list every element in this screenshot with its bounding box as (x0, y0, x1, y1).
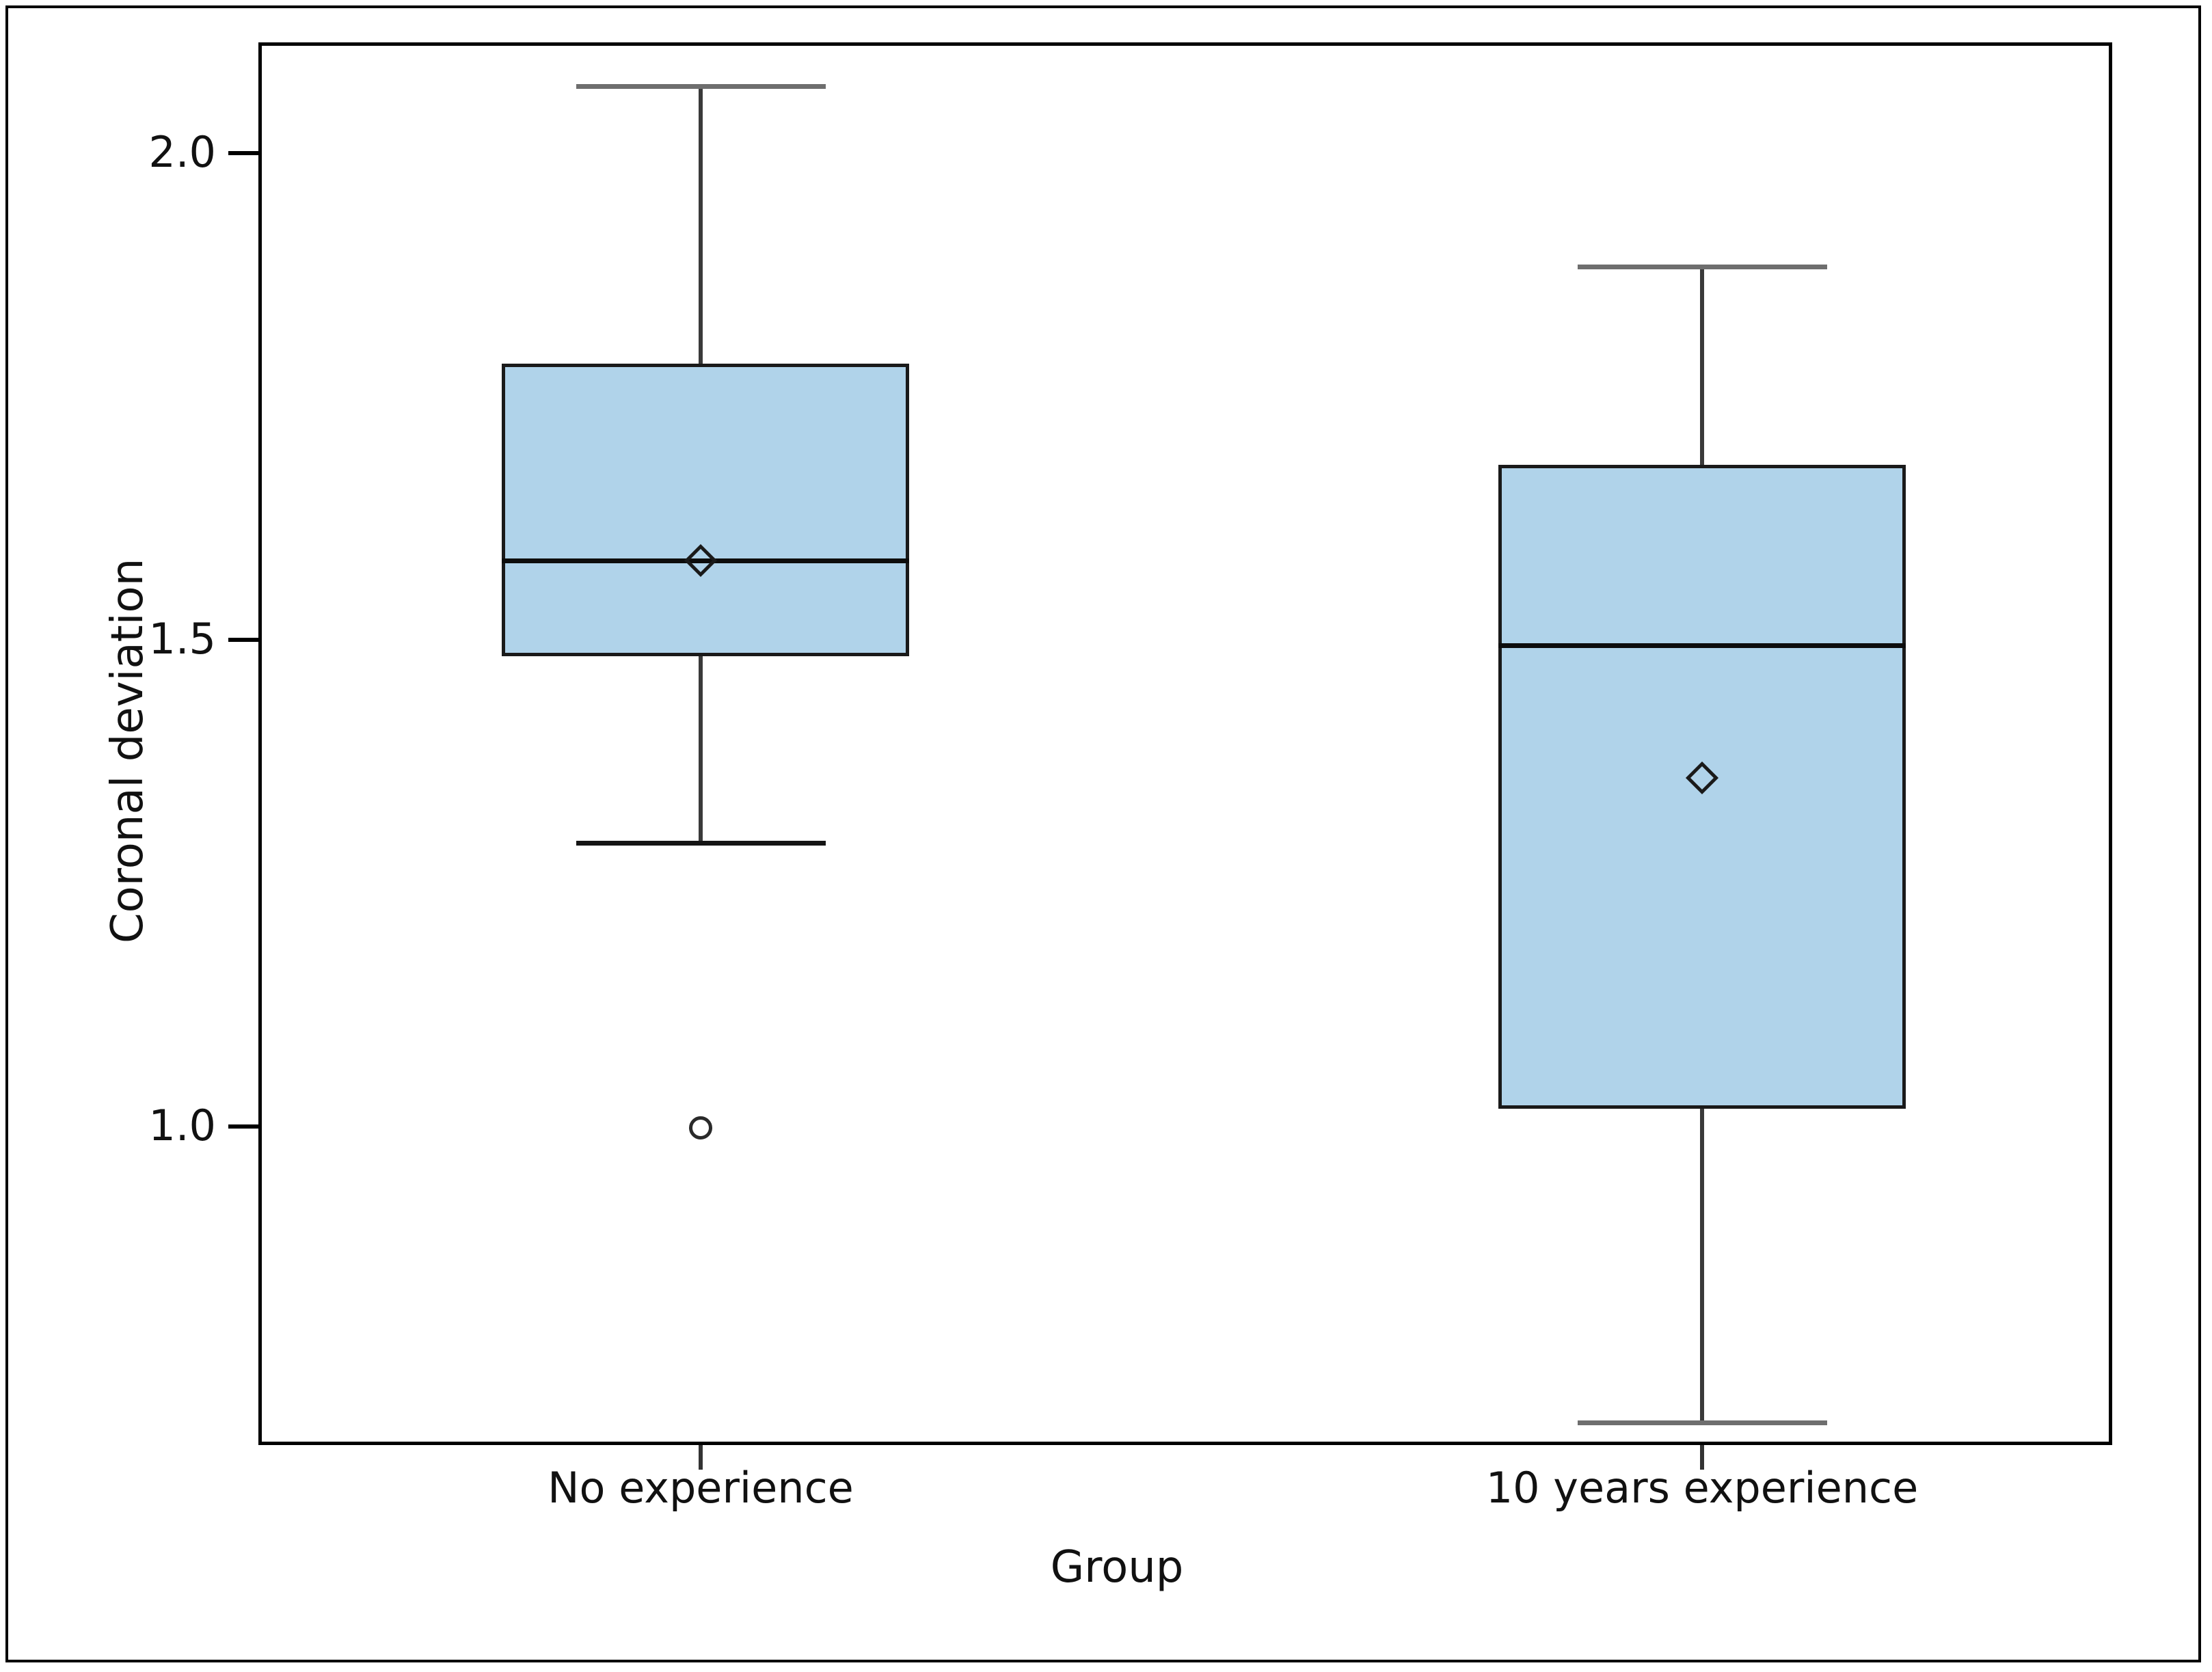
whisker-upper-line-1 (699, 86, 703, 407)
y-tick-label-1: 1.5 (148, 614, 216, 664)
box-1 (502, 364, 909, 656)
y-tick-mark-0 (228, 1124, 258, 1129)
whisker-lower-cap-2 (1578, 1420, 1827, 1425)
y-tick-label-0: 1.0 (148, 1101, 216, 1150)
y-tick-mark-1 (228, 638, 258, 642)
x-axis-title: Group (1050, 1542, 1184, 1593)
median-line-1 (502, 558, 909, 563)
y-tick-label-2: 2.0 (148, 127, 216, 177)
whisker-lower-line-2 (1700, 1109, 1704, 1423)
whisker-upper-cap-1 (576, 84, 826, 89)
whisker-upper-cap-2 (1578, 265, 1827, 269)
figure-border (5, 5, 2201, 1662)
x-tick-mark-0 (699, 1445, 703, 1470)
whisker-lower-cap-1 (576, 841, 826, 846)
x-tick-mark-1 (1700, 1445, 1704, 1470)
whisker-upper-line-2 (1700, 267, 1704, 466)
outlier-point-1 (689, 1116, 712, 1140)
x-tick-label-0: No experience (548, 1463, 854, 1513)
box-2 (1498, 465, 1906, 1109)
x-tick-label-1: 10 years experience (1485, 1463, 1919, 1513)
whisker-lower-line-1 (699, 656, 703, 844)
plot-canvas (258, 42, 2112, 1445)
y-tick-mark-2 (228, 151, 258, 155)
median-line-2 (1498, 643, 1906, 648)
